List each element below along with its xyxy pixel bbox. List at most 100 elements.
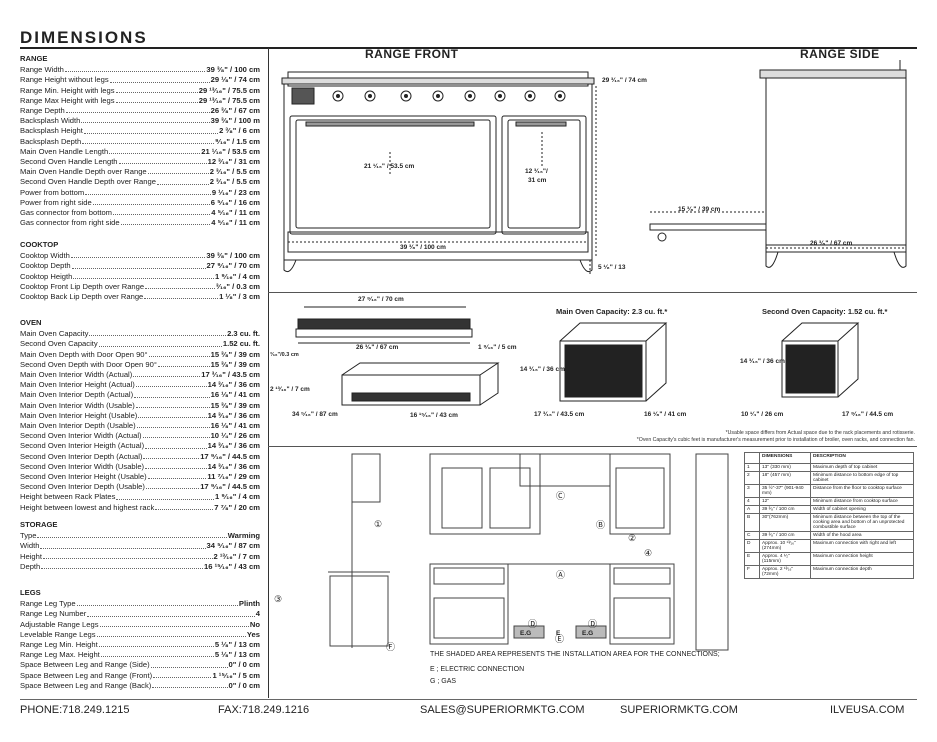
main-capacity-depth: 16 ¹⁄₈" / 41 cm xyxy=(644,411,687,418)
side-body xyxy=(765,77,907,253)
oven-spec-row: Main Oven Interior Width (Actual)17 ³⁄₁₆… xyxy=(20,370,260,380)
spec-value: Warming xyxy=(227,531,260,541)
spec-value: 14 ³⁄₁₆" / 36 cm xyxy=(207,441,260,451)
leader-dots xyxy=(109,147,201,155)
oven-spec-row: Second Oven Interior Depth (Usable)17 ⁹⁄… xyxy=(20,482,260,492)
spec-value: 4 xyxy=(255,609,260,619)
spec-value: 10 ¹⁄₄" / 26 cm xyxy=(210,431,260,441)
oven-spec-row: Main Oven Depth with Door Open 90°15 ³⁄₈… xyxy=(20,350,260,360)
footer-email[interactable]: SALES@SUPERIORMKTG.COM xyxy=(420,704,585,716)
spec-label: Second Oven Interior Depth (Actual) xyxy=(20,451,143,461)
spec-value: 2 ³⁄₁₆" / 5.5 cm xyxy=(209,167,260,177)
second-handle-dim-b: 31 cm xyxy=(528,177,547,184)
shaded-area-text: THE SHADED AREA REPRESENTS THE INSTALLAT… xyxy=(430,651,720,658)
table-cell: 39 ³⁄₈" / 100 cm xyxy=(759,505,811,514)
leader-dots xyxy=(40,541,206,549)
spec-label: Main Oven Interior Depth (Actual) xyxy=(20,390,134,400)
spec-value: 6 ⁵⁄₁₆" / 16 cm xyxy=(210,197,260,207)
table-cell: F xyxy=(744,565,760,579)
table-cell: Maximum connection height xyxy=(810,552,914,566)
second-capacity-title: Second Oven Capacity: 1.52 cu. ft.* xyxy=(762,307,888,316)
spec-value: 5 ¹⁄₈" / 13 cm xyxy=(214,650,260,660)
spec-value: 17 ⁹⁄₁₆" / 44.5 cm xyxy=(200,482,260,492)
spec-value: 5 ¹⁄₈" / 13 cm xyxy=(214,640,260,650)
footer-brand-site[interactable]: ILVEUSA.COM xyxy=(830,704,905,716)
oven-spec-row: Second Oven Depth with Door Open 90°15 ³… xyxy=(20,360,260,370)
spec-label: Backsplash Depth xyxy=(20,136,82,146)
eg-right: E.G xyxy=(582,630,594,637)
leader-dots xyxy=(115,86,198,93)
spec-value: 39 ³⁄₈" / 100 cm xyxy=(206,251,260,261)
spec-value: 1 ¹⁵⁄₁₆" / 5 cm xyxy=(212,670,260,680)
spec-value: 4 ⁵⁄₁₆" / 11 cm xyxy=(211,218,260,228)
spec-label: Range Min. Height with legs xyxy=(20,85,115,95)
second-capacity-width: 10 ¹⁄₄" / 26 cm xyxy=(741,411,784,418)
spec-value: 16 ¹⁄₈" / 41 cm xyxy=(210,421,260,431)
marker-4: ④ xyxy=(644,548,653,558)
legs-spec-row: Range Leg Max. Height 5 ¹⁄₈" / 13 cm xyxy=(20,650,260,660)
marker-f: Ⓕ xyxy=(386,642,396,652)
legs-spec-row: Space Between Leg and Range (Back)0" / 0… xyxy=(20,681,260,691)
spec-value: 1 ⁹⁄₁₆" / 4 cm xyxy=(214,492,260,502)
table-cell: Width of the hood area xyxy=(810,531,914,540)
spec-label: Range Max Height with legs xyxy=(20,95,115,105)
spec-label: Main Oven Depth with Door Open 90° xyxy=(20,349,148,359)
marker-c: Ⓒ xyxy=(556,491,566,501)
leader-dots xyxy=(133,370,201,378)
legs-heading: LEGS xyxy=(20,588,41,597)
spec-value: 29 ¹⁄₈" / 74 cm xyxy=(210,75,260,85)
marker-d-right: Ⓓ xyxy=(588,619,598,629)
spec-value: 11 ⁷⁄₁₆" / 29 cm xyxy=(207,472,260,482)
table-cell: Maximum depth of top cabinet xyxy=(810,463,914,472)
front-width-dim: 39 ³⁄₈" / 100 cm xyxy=(400,244,446,251)
second-capacity-height: 14 ³⁄₁₆" / 36 cm xyxy=(740,358,785,365)
spec-label: Main Oven Handle Depth over Range xyxy=(20,167,147,177)
leader-dots xyxy=(76,599,238,607)
footer-website[interactable]: SUPERIORMKTG.COM xyxy=(620,704,738,716)
legs-spec-row: Space Between Leg and Range (Side)0" / 0… xyxy=(20,660,260,670)
main-capacity-title: Main Oven Capacity: 2.3 cu. ft.* xyxy=(556,307,668,316)
spec-label: Space Between Leg and Range (Side) xyxy=(20,660,150,670)
leader-dots xyxy=(145,282,216,290)
table-cell: C xyxy=(744,531,760,540)
spec-label: Adjustable Range Legs xyxy=(20,619,99,629)
spec-value: 14 ³⁄₁₆" / 36 cm xyxy=(207,461,260,471)
spec-label: Height between Rack Plates xyxy=(20,492,116,502)
marker-b: Ⓑ xyxy=(596,520,606,530)
table-cell: D xyxy=(744,539,760,553)
spec-label: Second Oven Interior Width (Actual) xyxy=(20,431,142,441)
leader-dots xyxy=(41,562,204,570)
spec-value: 1 ⁹⁄₁₆" / 4 cm xyxy=(214,271,260,281)
table-cell: 12" xyxy=(759,497,811,506)
spec-label: Cooktop Back Lip Depth over Range xyxy=(20,292,144,302)
leader-dots xyxy=(142,431,210,439)
spec-value: 39 ³⁄₈" / 100 m xyxy=(210,116,260,126)
spec-value: 2 ³⁄₈" / 6 cm xyxy=(219,126,260,136)
spec-value: 15 ³⁄₈" / 39 cm xyxy=(210,359,260,369)
spec-label: Backsplash Width xyxy=(20,116,81,126)
table-cell: 30"(762mm) xyxy=(759,513,811,532)
leader-dots xyxy=(118,157,207,165)
marker-2: ② xyxy=(628,533,637,543)
spec-label: Range Leg Max. Height xyxy=(20,650,100,660)
spec-value: ⁹⁄₁₆" / 1.5 cm xyxy=(214,136,260,146)
oven-spec-row: Second Oven Interior Width (Usable)14 ³⁄… xyxy=(20,462,260,472)
leader-dots xyxy=(37,531,227,539)
